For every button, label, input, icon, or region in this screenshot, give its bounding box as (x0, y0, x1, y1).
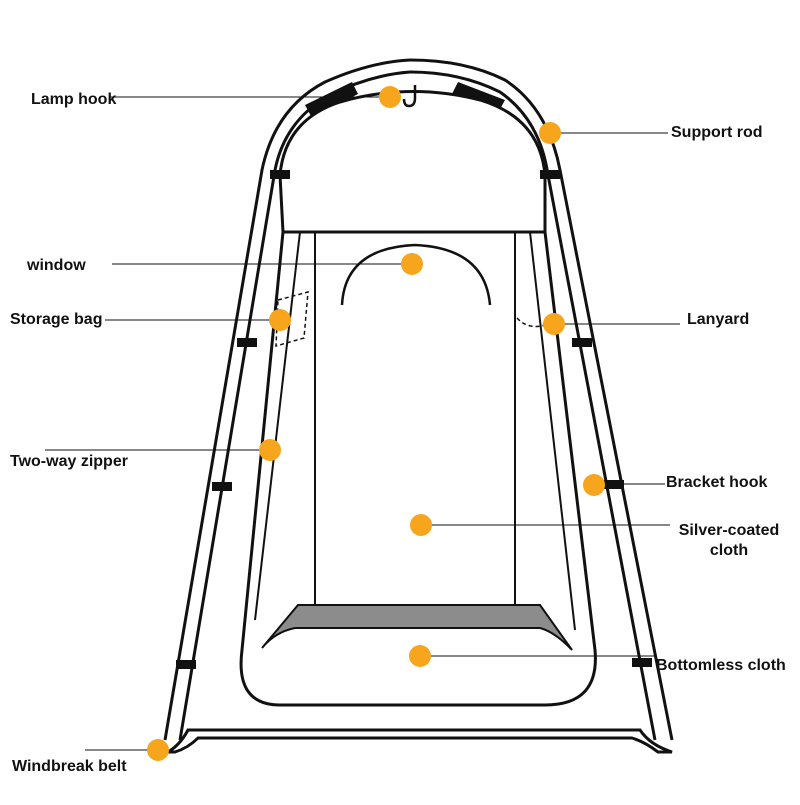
marker-bracket-hook (583, 474, 605, 496)
label-bottomless-cloth: Bottomless cloth (656, 657, 786, 674)
support-rod-right (409, 58, 674, 741)
label-windbreak-belt: Windbreak belt (12, 758, 127, 775)
label-bracket-hook: Bracket hook (666, 474, 768, 491)
marker-silver-coated-cloth (410, 514, 432, 536)
tent-canopy-top (278, 90, 547, 234)
window-arc (340, 243, 492, 306)
tent-body (239, 230, 597, 707)
label-storage-bag: Storage bag (10, 311, 103, 328)
marker-lamp-hook (379, 86, 401, 108)
label-silver-coated-cloth: Silver-coated cloth (670, 521, 788, 561)
marker-two-way-zipper (259, 439, 281, 461)
marker-window (401, 253, 423, 275)
lamp-hook-icon (402, 85, 417, 108)
pole-sleeve-left (305, 82, 358, 118)
label-silver-coated-cloth-line2: cloth (709, 542, 749, 559)
label-two-way-zipper: Two-way zipper (10, 453, 128, 470)
markers (147, 86, 605, 761)
marker-storage-bag (269, 309, 291, 331)
marker-lanyard (543, 313, 565, 335)
lanyard-line (516, 317, 546, 328)
storage-bag-outline (275, 290, 309, 348)
marker-bottomless-cloth (409, 645, 431, 667)
windbreak-belt-line (162, 728, 673, 754)
label-lanyard: Lanyard (687, 311, 750, 328)
label-window: window (27, 257, 86, 274)
marker-windbreak-belt (147, 739, 169, 761)
label-lamp-hook: Lamp hook (31, 91, 117, 108)
label-silver-coated-cloth-line1: Silver-coated (678, 522, 780, 539)
marker-support-rod (539, 122, 561, 144)
label-support-rod: Support rod (671, 124, 763, 141)
leader-lines (45, 96, 680, 751)
tent-floor (261, 604, 573, 651)
